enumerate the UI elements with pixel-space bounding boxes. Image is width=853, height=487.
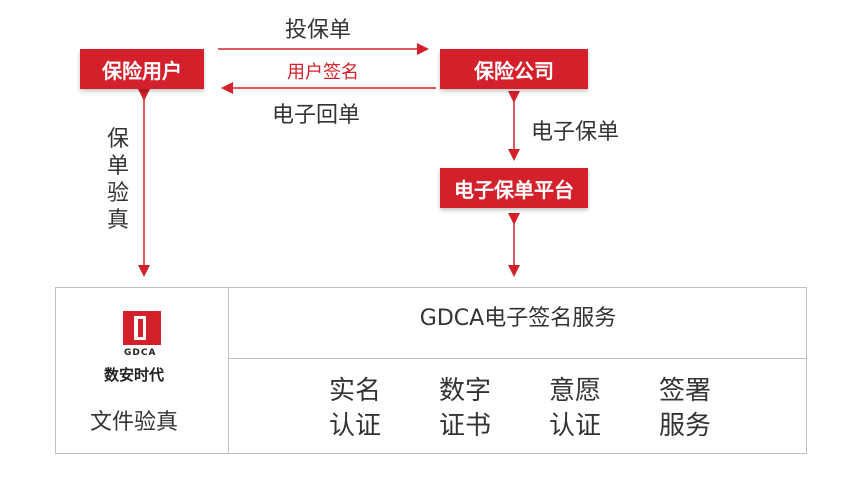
- service-line: 认证: [328, 411, 381, 441]
- file-verify-label: 文件验真: [90, 410, 179, 435]
- service-intent-auth: 意愿 认证: [535, 374, 615, 444]
- service-title: GDCA电子签名服务: [419, 306, 617, 331]
- service-line: 实名: [328, 376, 381, 406]
- service-line: 认证: [548, 411, 601, 441]
- logo-text-cn: 数安时代: [104, 366, 165, 384]
- label-policy-verify-char: 保: [106, 127, 129, 152]
- label-policy-verify-char: 真: [106, 208, 129, 233]
- service-line: 意愿: [548, 376, 601, 406]
- label-submit-policy: 投保单: [285, 18, 352, 43]
- node-insurance-company: 保险公司: [440, 49, 588, 89]
- node-ebond-platform-label: 电子保单平台: [454, 177, 574, 202]
- node-insurance-user: 保险用户: [80, 49, 204, 89]
- service-line: 服务: [658, 411, 711, 441]
- node-insurance-user-label: 保险用户: [102, 58, 182, 83]
- node-insurance-company-label: 保险公司: [474, 58, 554, 83]
- service-signing: 签署 服务: [645, 374, 725, 444]
- service-line: 数字: [438, 376, 491, 406]
- label-policy-verify: 保 单 验 真: [104, 126, 132, 234]
- label-ereceipt: 电子回单: [272, 103, 361, 128]
- gdca-panel: [55, 287, 807, 454]
- service-line: 签署: [658, 376, 711, 406]
- logo-text-gdca: GDCA: [124, 348, 157, 358]
- label-ebond: 电子保单: [531, 120, 620, 145]
- service-digital-cert: 数字 证书: [425, 374, 505, 444]
- label-policy-verify-char: 验: [106, 181, 129, 206]
- panel-horizontal-divider: [228, 358, 807, 359]
- service-real-name-auth: 实名 认证: [315, 374, 395, 444]
- node-ebond-platform: 电子保单平台: [440, 168, 588, 208]
- label-user-signature: 用户签名: [287, 62, 359, 83]
- gdca-logo-icon: [123, 311, 161, 345]
- service-line: 证书: [438, 411, 491, 441]
- panel-vertical-divider: [228, 287, 229, 454]
- label-policy-verify-char: 单: [106, 154, 129, 179]
